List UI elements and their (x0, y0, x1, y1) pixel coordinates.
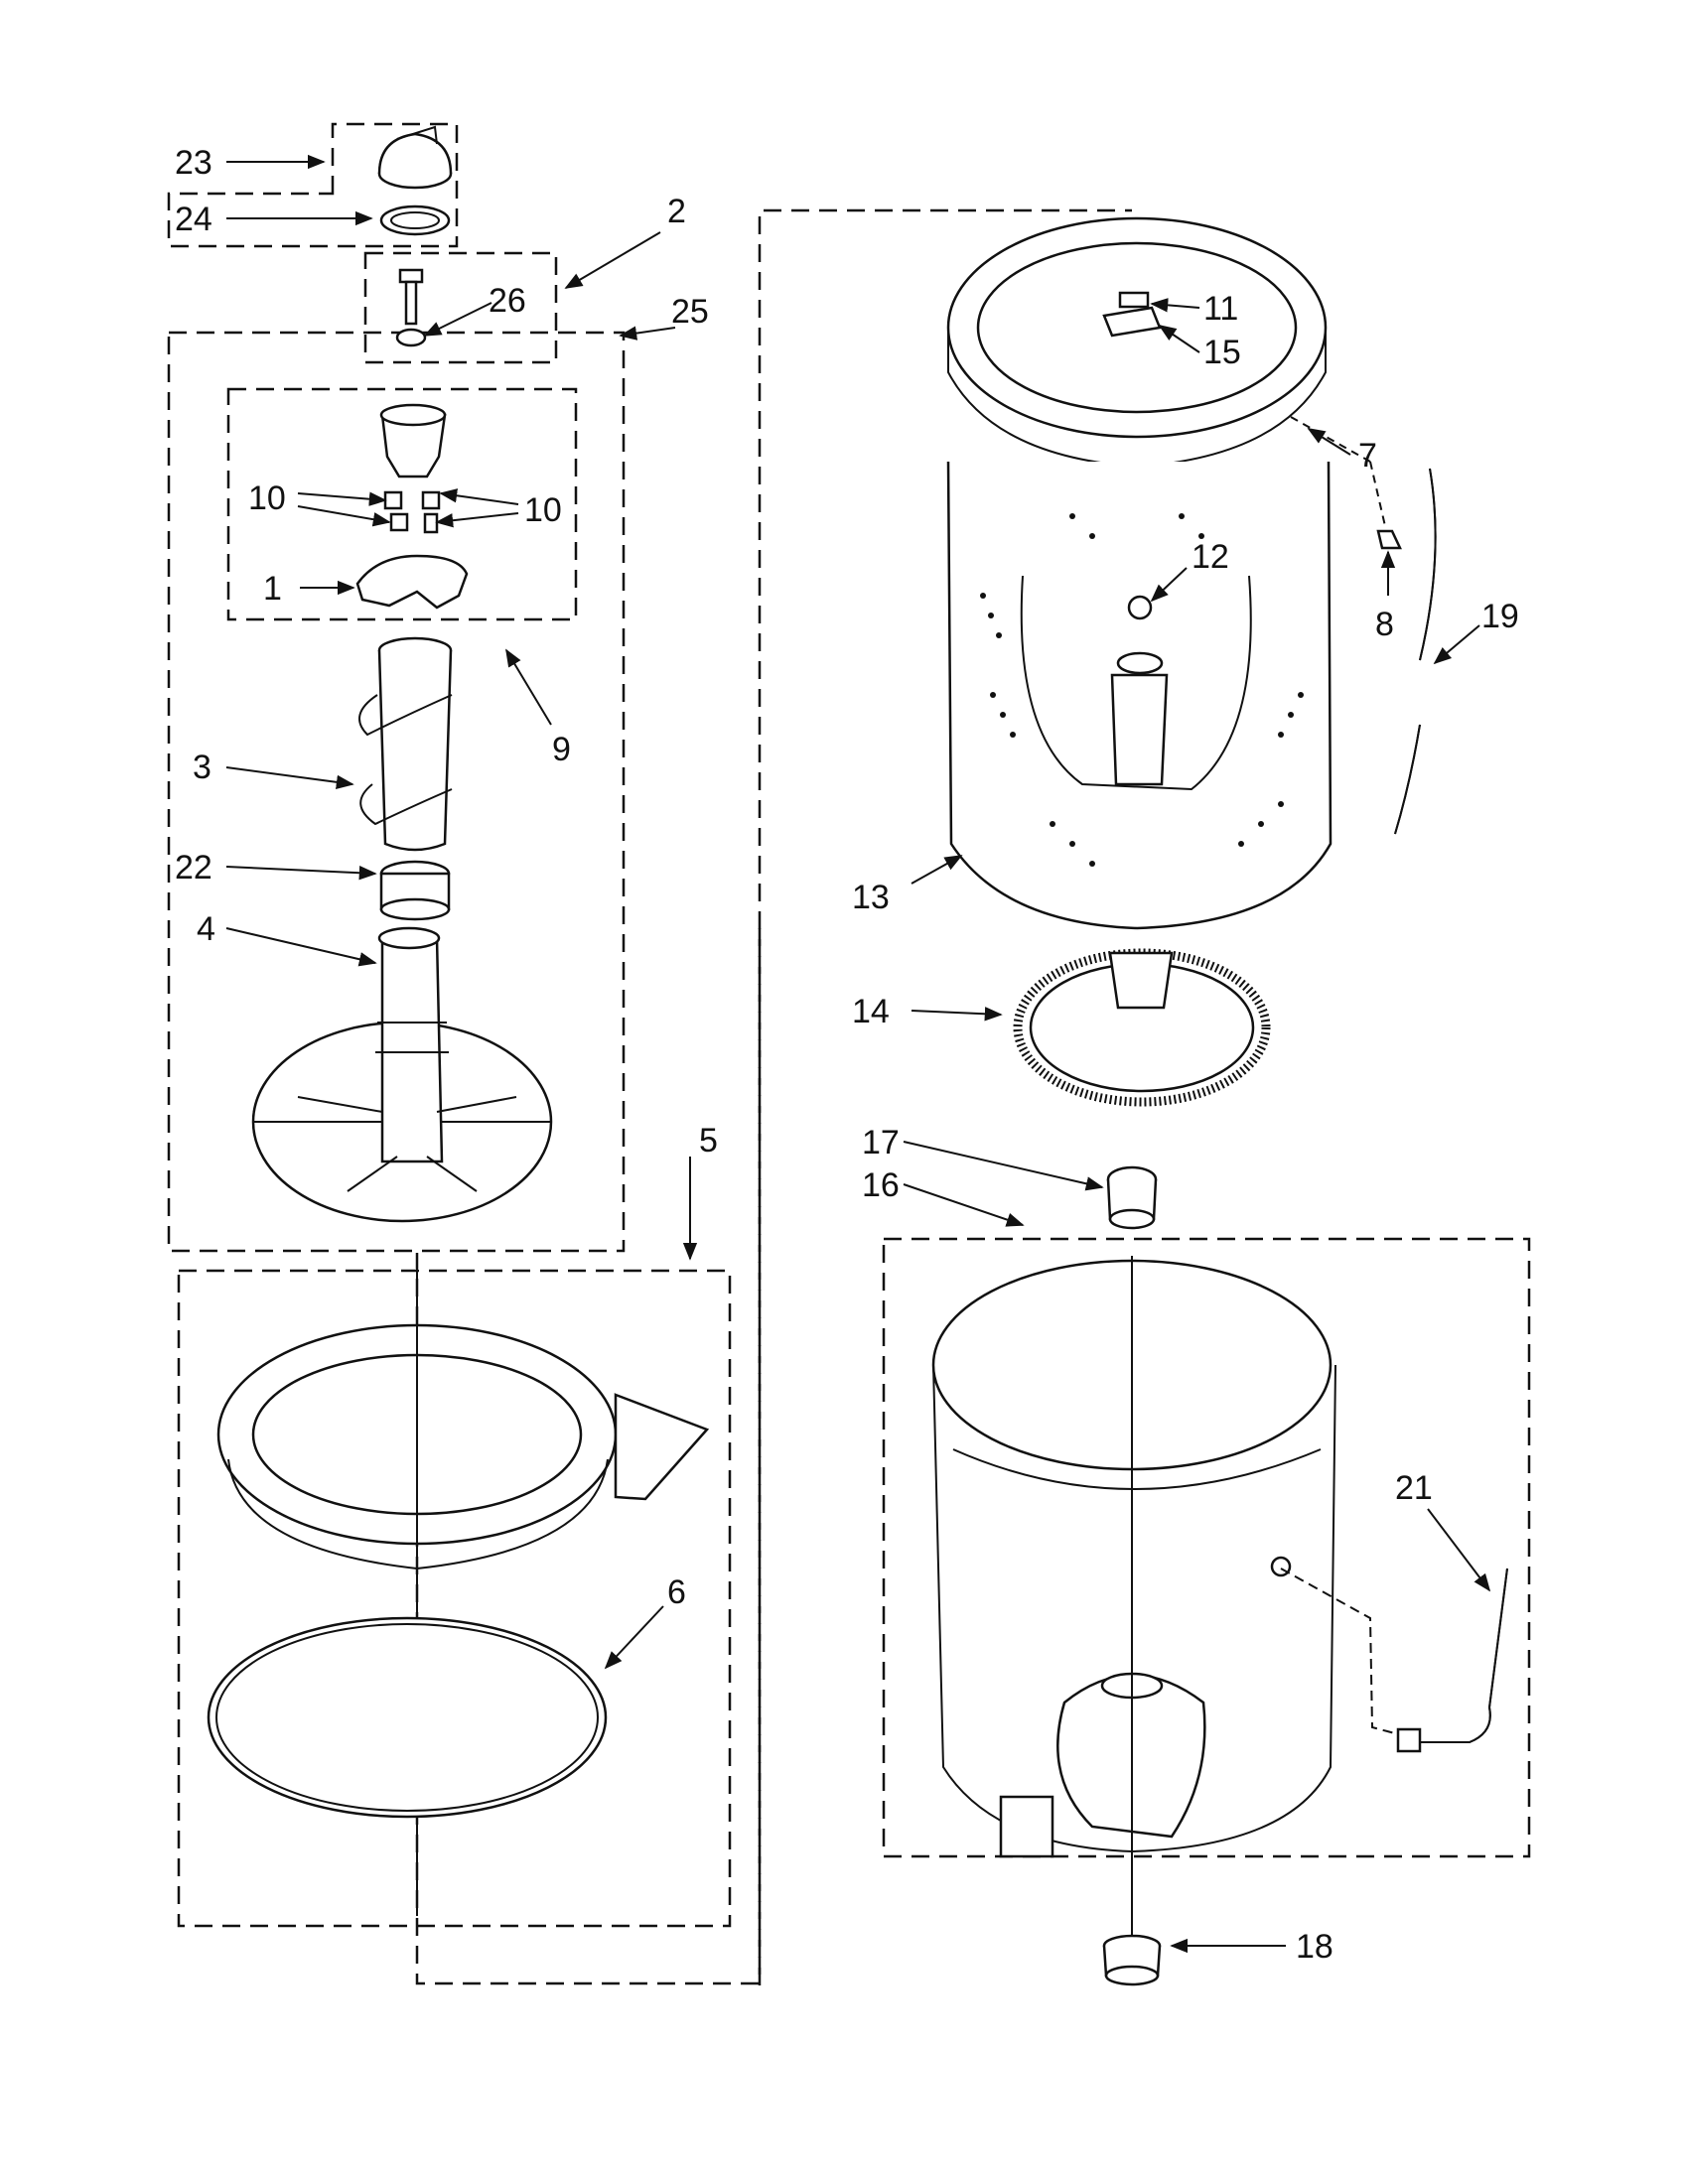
part-21-hose (1280, 1568, 1508, 1753)
callout-7: 7 (1358, 437, 1377, 475)
part-19-hose (1394, 468, 1437, 835)
part-24-ring (379, 205, 451, 236)
callout-16: 16 (862, 1166, 900, 1204)
callout-24: 24 (175, 201, 212, 238)
box-25 (167, 331, 626, 1253)
part-4-agitator (251, 926, 553, 1223)
box-7 (758, 208, 1132, 1985)
box-9 (226, 387, 578, 621)
part-5-tub-ring (216, 1261, 710, 1916)
box-5 (177, 1269, 732, 1928)
part-18-cap (1102, 1934, 1162, 1986)
leader-lines (225, 154, 1491, 1954)
callout-3: 3 (193, 749, 211, 786)
box-23 (167, 122, 459, 248)
callout-17: 17 (862, 1124, 900, 1161)
callout-11: 11 (1203, 290, 1238, 328)
part-7-balance-ring (946, 216, 1328, 469)
part-8-clip (1376, 529, 1402, 550)
part-13-basket (946, 461, 1333, 930)
callout-15: 15 (1203, 334, 1241, 371)
part-6-gasket (207, 1616, 608, 1819)
callout-14: 14 (852, 993, 890, 1030)
part-22-ratchet (379, 860, 451, 921)
part-16-outer-tub (931, 1256, 1336, 1946)
callout-10-right: 10 (524, 491, 562, 529)
callout-22: 22 (175, 849, 212, 887)
callout-18: 18 (1296, 1928, 1333, 1966)
callout-2: 2 (667, 193, 686, 230)
callout-26: 26 (489, 282, 526, 320)
callout-23: 23 (175, 144, 212, 182)
callout-19: 19 (1481, 598, 1519, 635)
callout-25: 25 (671, 293, 709, 331)
part-14-hub (1013, 948, 1271, 1107)
callout-10-left: 10 (248, 479, 286, 517)
callout-12: 12 (1192, 538, 1229, 576)
callout-4: 4 (197, 910, 215, 948)
callout-5: 5 (699, 1122, 718, 1160)
part-17-nut (1106, 1165, 1158, 1230)
box-2 (363, 251, 558, 364)
part-9-cap-assembly (355, 403, 469, 610)
part-26-bolt (395, 268, 427, 347)
callout-6: 6 (667, 1573, 686, 1611)
callout-21: 21 (1395, 1469, 1433, 1507)
box-16 (882, 1237, 1531, 1858)
callout-13: 13 (852, 879, 890, 916)
callout-9: 9 (552, 731, 571, 768)
callout-8: 8 (1375, 606, 1394, 643)
callout-labels: 23 24 2 26 25 10 10 1 9 3 22 4 5 6 11 15… (175, 144, 1519, 1966)
part-23-cap (377, 125, 453, 190)
callout-1: 1 (263, 570, 282, 608)
basket-perforations (980, 513, 1304, 867)
part-3-auger (358, 636, 453, 852)
